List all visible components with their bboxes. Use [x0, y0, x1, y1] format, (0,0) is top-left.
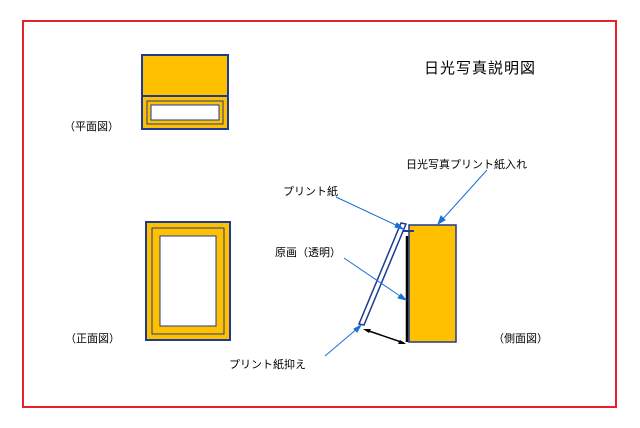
diagram-title: 日光写真説明図 [424, 59, 537, 77]
leader-original [343, 257, 404, 299]
leader-print-paper [335, 196, 401, 228]
leader-print-paper-arrowhead [394, 222, 405, 230]
side-gap-arrowhead-right [398, 340, 406, 344]
front-frame-window [159, 235, 217, 327]
callout-print-paper: プリント紙 [283, 185, 338, 198]
callout-lines [324, 169, 488, 357]
leader-paper-holder [324, 327, 359, 357]
callout-paper-holder: プリント紙抑え [229, 358, 306, 371]
leader-print-box-arrowhead [437, 215, 446, 226]
front-view-drawing [145, 221, 231, 341]
front-view-label: （正面図） [65, 332, 120, 345]
front-frame-band [151, 227, 225, 335]
outer-frame [22, 20, 617, 408]
callout-print-box: 日光写真プリント紙入れ [406, 158, 527, 171]
leader-paper-holder-arrowhead [353, 323, 363, 333]
plan-box-top [141, 54, 229, 97]
leader-original-arrowhead [397, 293, 408, 301]
callout-original: 原画（透明） [275, 246, 341, 259]
side-paper-holder [357, 222, 408, 326]
side-view-label: （側面図） [493, 332, 548, 345]
side-view-drawing [357, 222, 457, 344]
side-gap-arrowhead-left [363, 329, 371, 333]
plan-view-label: （平面図） [64, 120, 119, 133]
plan-view-drawing [141, 54, 229, 130]
plan-lid-window [150, 104, 220, 121]
plan-lid-band [146, 100, 224, 125]
side-print-box [408, 224, 457, 343]
side-gap-arrow [365, 329, 405, 344]
leader-print-box [440, 169, 488, 222]
